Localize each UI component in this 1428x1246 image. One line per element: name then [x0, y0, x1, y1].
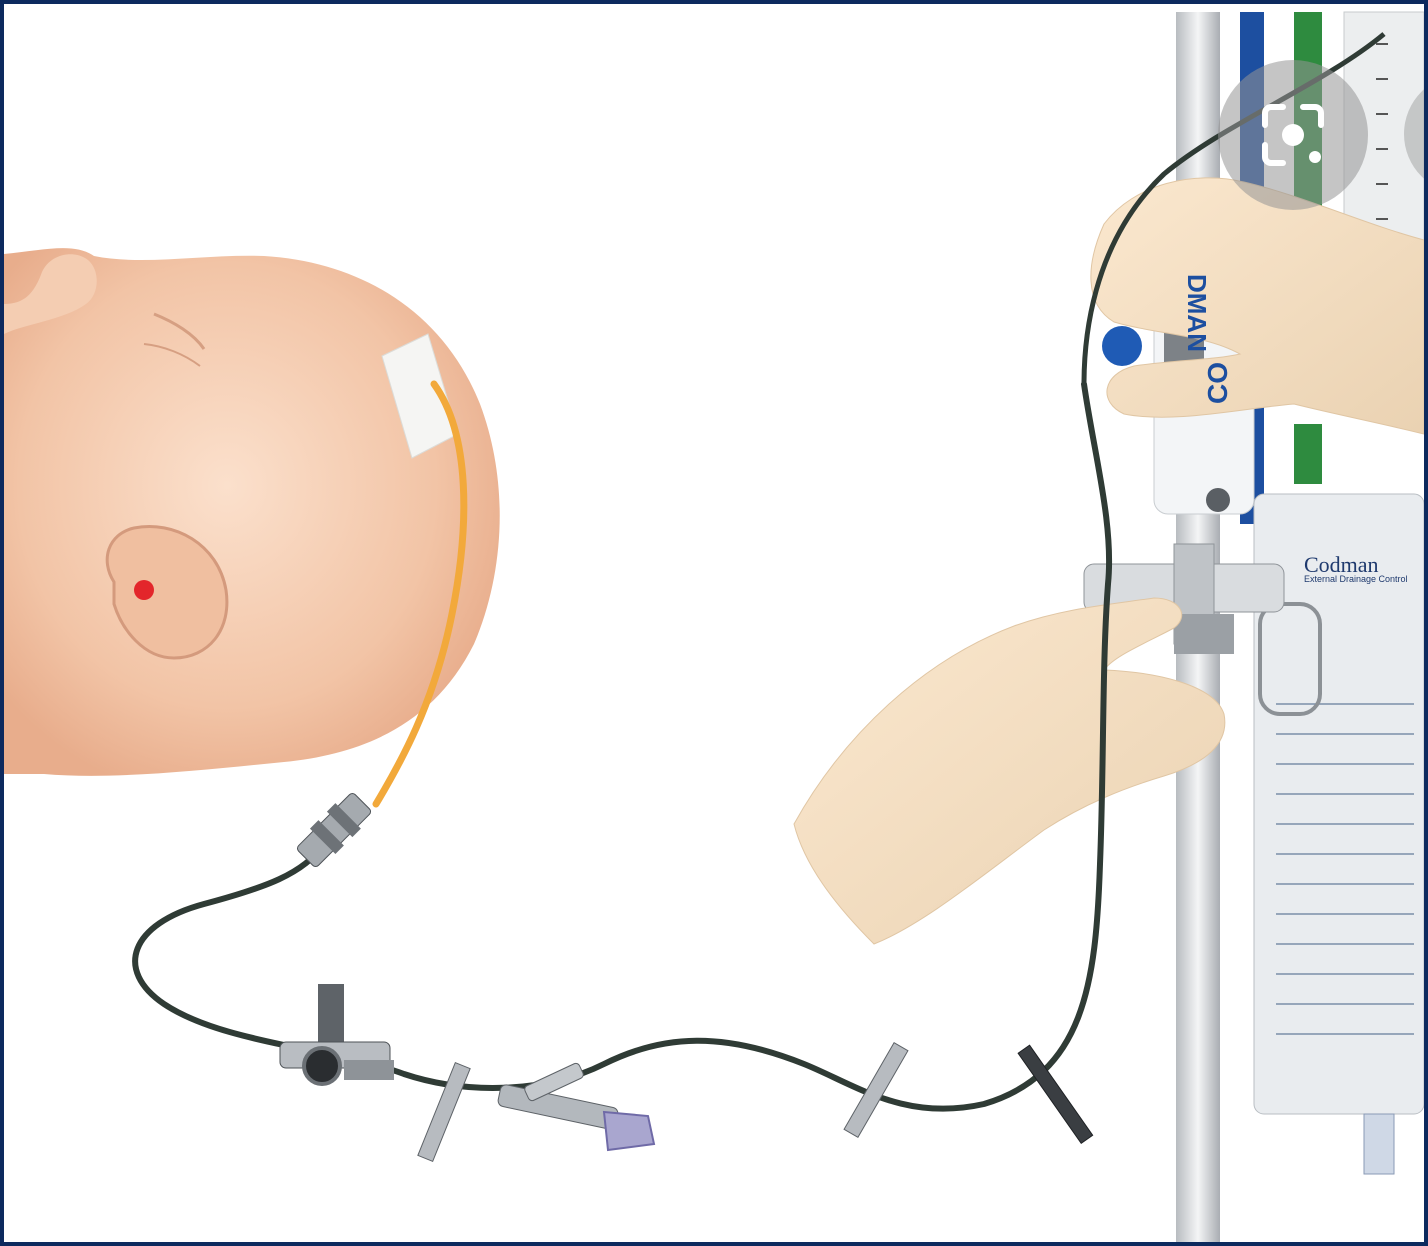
brand-sub-label: External Drainage Control	[1304, 574, 1408, 584]
illustration-frame: Codman External Drainage Control CO DMAN	[4, 4, 1424, 1242]
panel-label-top: DMAN	[1181, 274, 1212, 352]
laser-target-dot	[134, 580, 154, 600]
stopcock	[280, 984, 394, 1084]
visual-search-button[interactable]	[1218, 60, 1368, 210]
hand-bottom	[794, 598, 1225, 944]
blue-knob	[1102, 326, 1142, 366]
slide-clamp-2	[844, 1043, 908, 1138]
ventricular-drain-illustration	[4, 4, 1424, 1242]
catheter-connector	[293, 789, 375, 871]
patient-head	[4, 248, 500, 804]
sampling-port	[497, 1062, 654, 1150]
visual-search-icon	[1257, 99, 1329, 171]
bag-outlet	[1364, 1114, 1394, 1174]
